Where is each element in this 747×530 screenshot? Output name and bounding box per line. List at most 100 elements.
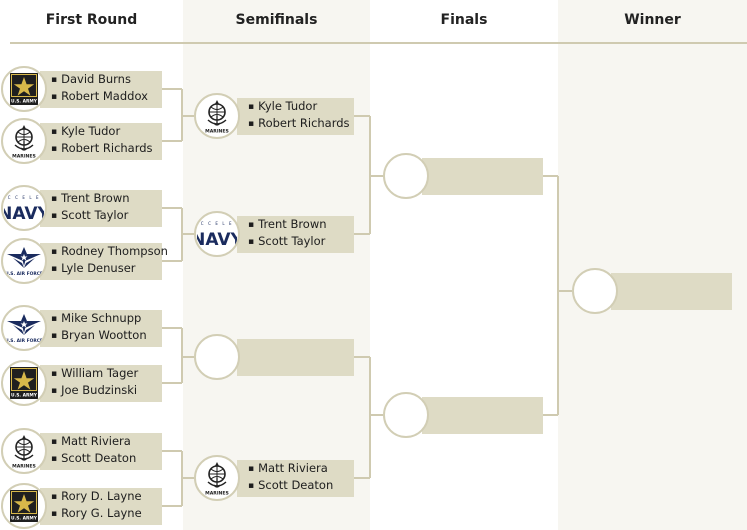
header-first-round: First Round <box>45 12 138 28</box>
round1-5-matchup-box: Mike SchnuppBryan Wootton <box>40 309 162 347</box>
round1-1-matchup-box: David BurnsRobert Maddox <box>40 70 162 108</box>
round1-6-branch-badge: U.S. ARMY <box>1 360 47 406</box>
army-icon: U.S. ARMY <box>9 366 39 400</box>
semifinals-column-bg <box>183 0 370 530</box>
round1-2-matchup-box: Kyle TudorRobert Richards <box>40 122 162 160</box>
airforce-icon: U.S. AIR FORCE <box>4 244 44 278</box>
semifinal-1-competitor-p2: Robert Richards <box>248 116 349 133</box>
round1-2-competitor-p1: Kyle Tudor <box>51 124 153 141</box>
svg-text:U.S. AIR FORCE: U.S. AIR FORCE <box>5 271 43 277</box>
svg-text:A C C E L E R: A C C E L E R <box>4 195 44 200</box>
round1-6-competitors: William TagerJoe Budzinski <box>51 366 138 400</box>
connector-final-pair <box>557 176 559 415</box>
semifinal-4-competitors: Matt RivieraScott Deaton <box>248 461 333 495</box>
army-icon: U.S. ARMY <box>9 72 39 106</box>
final-1-matchup-box <box>422 157 543 195</box>
svg-text:U.S. ARMY: U.S. ARMY <box>11 516 38 522</box>
round1-8-branch-badge: U.S. ARMY <box>1 483 47 529</box>
navy-icon: A C C E L E R NAVY <box>197 219 237 249</box>
semifinal-2-matchup-box: Trent BrownScott Taylor <box>237 215 354 253</box>
round1-8-competitors: Rory D. LayneRory G. Layne <box>51 489 142 523</box>
semifinal-2-competitor-p2: Scott Taylor <box>248 234 327 251</box>
round1-1-competitors: David BurnsRobert Maddox <box>51 72 148 106</box>
header-divider <box>10 42 747 44</box>
connector-final-1 <box>543 175 558 177</box>
final-1-branch-badge <box>383 153 429 199</box>
round1-2-branch-badge: MARINES <box>1 118 47 164</box>
connector-r1-4 <box>162 260 182 262</box>
connector-to-semifinal-4 <box>182 477 194 479</box>
svg-text:MARINES: MARINES <box>205 129 229 135</box>
header-winner: Winner <box>624 12 681 28</box>
navy-icon: A C C E L E R NAVY <box>4 193 44 223</box>
svg-text:U.S. ARMY: U.S. ARMY <box>11 393 38 399</box>
semifinal-1-branch-badge: MARINES <box>194 93 240 139</box>
round1-2-competitor-p2: Robert Richards <box>51 141 152 158</box>
round1-3-competitor-p1: Trent Brown <box>51 191 129 208</box>
winner-matchup-box <box>611 272 732 310</box>
connector-r1-pair-3 <box>181 328 183 383</box>
header-semifinals: Semifinals <box>235 12 318 28</box>
connector-r1-3 <box>162 207 182 209</box>
round1-4-competitor-p1: Rodney Thompson <box>51 244 168 261</box>
connector-r1-1 <box>162 88 182 90</box>
round1-3-matchup-box: Trent BrownScott Taylor <box>40 189 162 227</box>
round1-4-competitors: Rodney ThompsonLyle Denuser <box>51 244 168 278</box>
semifinal-2-competitor-p1: Trent Brown <box>248 217 326 234</box>
winner-column-bg <box>558 0 747 530</box>
connector-sf-3 <box>354 356 370 358</box>
connector-to-final-2 <box>370 414 383 416</box>
svg-text:U.S. AIR FORCE: U.S. AIR FORCE <box>5 338 43 344</box>
round1-4-branch-badge: U.S. AIR FORCE <box>1 238 47 284</box>
round1-6-matchup-box: William TagerJoe Budzinski <box>40 364 162 402</box>
semifinal-4-competitor-p1: Matt Riviera <box>248 461 333 478</box>
connector-r1-8 <box>162 505 182 507</box>
connector-to-semifinal-1 <box>182 115 194 117</box>
airforce-icon: U.S. AIR FORCE <box>4 311 44 345</box>
connector-r1-7 <box>162 450 182 452</box>
round1-6-competitor-p1: William Tager <box>51 366 138 383</box>
svg-text:A C C E L E R: A C C E L E R <box>197 221 237 226</box>
svg-text:MARINES: MARINES <box>12 154 36 160</box>
semifinal-2-competitors: Trent BrownScott Taylor <box>248 217 327 251</box>
round1-5-competitor-p1: Mike Schnupp <box>51 311 147 328</box>
round1-3-branch-badge: A C C E L E R NAVY <box>1 185 47 231</box>
svg-text:U.S. ARMY: U.S. ARMY <box>11 99 38 105</box>
semifinal-3-branch-badge <box>194 334 240 380</box>
army-icon: U.S. ARMY <box>9 489 39 523</box>
semifinal-4-branch-badge: MARINES <box>194 455 240 501</box>
connector-final-2 <box>543 414 558 416</box>
round1-5-competitor-p2: Bryan Wootton <box>51 328 147 345</box>
marines-icon: MARINES <box>199 460 235 496</box>
svg-text:NAVY: NAVY <box>197 230 237 249</box>
header-finals: Finals <box>440 12 488 28</box>
round1-5-branch-badge: U.S. AIR FORCE <box>1 305 47 351</box>
round1-1-competitor-p2: Robert Maddox <box>51 89 148 106</box>
round1-7-matchup-box: Matt RivieraScott Deaton <box>40 432 162 470</box>
connector-to-final-1 <box>370 175 383 177</box>
round1-7-competitor-p1: Matt Riviera <box>51 434 136 451</box>
final-2-branch-badge <box>383 392 429 438</box>
semifinal-1-competitors: Kyle TudorRobert Richards <box>248 99 349 133</box>
connector-r1-2 <box>162 140 182 142</box>
marines-icon: MARINES <box>199 98 235 134</box>
connector-r1-5 <box>162 327 182 329</box>
semifinal-4-competitor-p2: Scott Deaton <box>248 478 333 495</box>
connector-sf-1 <box>354 115 370 117</box>
svg-text:NAVY: NAVY <box>4 204 44 223</box>
round1-1-branch-badge: U.S. ARMY <box>1 66 47 112</box>
connector-to-semifinal-2 <box>182 233 194 235</box>
connector-sf-pair-2 <box>369 357 371 478</box>
winner-branch-badge <box>572 268 618 314</box>
svg-text:MARINES: MARINES <box>12 464 36 470</box>
round1-7-competitors: Matt RivieraScott Deaton <box>51 434 136 468</box>
semifinal-3-matchup-box <box>237 338 354 376</box>
round1-6-competitor-p2: Joe Budzinski <box>51 383 138 400</box>
round1-1-competitor-p1: David Burns <box>51 72 148 89</box>
round1-8-matchup-box: Rory D. LayneRory G. Layne <box>40 487 162 525</box>
final-2-matchup-box <box>422 396 543 434</box>
semifinal-4-matchup-box: Matt RivieraScott Deaton <box>237 459 354 497</box>
round1-5-competitors: Mike SchnuppBryan Wootton <box>51 311 147 345</box>
round1-8-competitor-p1: Rory D. Layne <box>51 489 142 506</box>
connector-to-semifinal-3 <box>182 356 194 358</box>
